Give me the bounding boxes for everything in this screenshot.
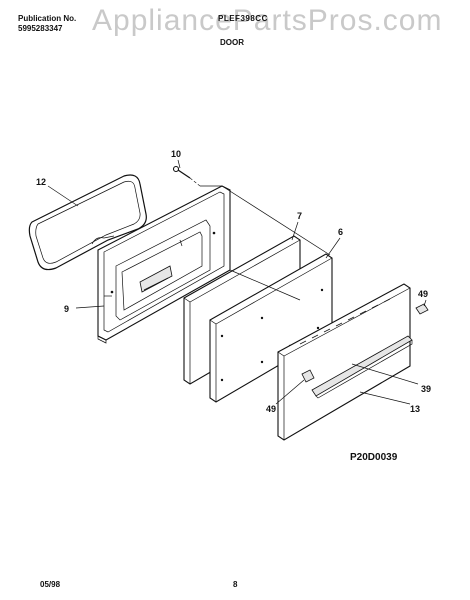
part-49-handle-caps: [301, 303, 429, 383]
part-39-door-handle: [311, 335, 413, 399]
model-number: PLEF398CC: [218, 14, 268, 23]
figure-code: P20D0039: [350, 452, 398, 463]
section-title: DOOR: [220, 38, 244, 47]
callout-6: 6: [338, 227, 343, 237]
publication-label: Publication No.: [18, 14, 77, 23]
part-9-door-liner: [97, 185, 231, 344]
part-10-screw: [172, 165, 201, 187]
callout-7: 7: [297, 211, 302, 221]
callout-13: 13: [410, 404, 420, 414]
part-13-outer-door-panel: [277, 283, 411, 441]
callout-49-upper: 49: [418, 289, 428, 299]
callout-49-lower: 49: [266, 404, 276, 414]
callout-10: 10: [171, 149, 181, 159]
assembly-lines: [200, 185, 331, 301]
publication-number: 5995283347: [18, 24, 63, 33]
callout-leaders: [47, 159, 427, 405]
callout-9: 9: [64, 304, 69, 314]
callout-39: 39: [421, 384, 431, 394]
callout-labels: 12 10 9 7 6 49 39 49 13: [36, 149, 431, 414]
part-12-door-gasket: [28, 174, 147, 271]
callout-12: 12: [36, 177, 46, 187]
watermark: AppliancePartsPros.com: [92, 4, 443, 37]
footer-date: 05/98: [40, 580, 61, 589]
footer-page-number: 8: [233, 580, 238, 589]
